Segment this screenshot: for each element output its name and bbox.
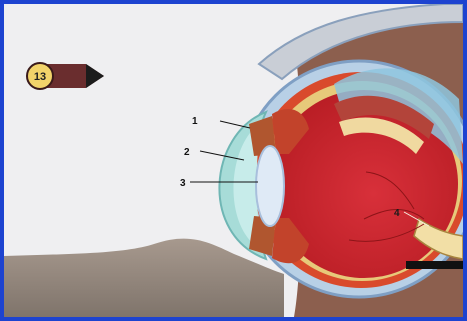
lens (256, 146, 284, 226)
label-4: 4 (394, 208, 400, 219)
label-1: 1 (192, 116, 198, 127)
label-3: 3 (180, 178, 186, 189)
scale-bar (406, 261, 463, 269)
lower-eyelid (4, 239, 284, 317)
pencil-badge-icon: 13 (27, 63, 104, 89)
badge-number: 13 (34, 71, 46, 83)
label-2: 2 (184, 147, 190, 158)
eye-diagram: 1 2 3 4 13 (4, 4, 463, 317)
